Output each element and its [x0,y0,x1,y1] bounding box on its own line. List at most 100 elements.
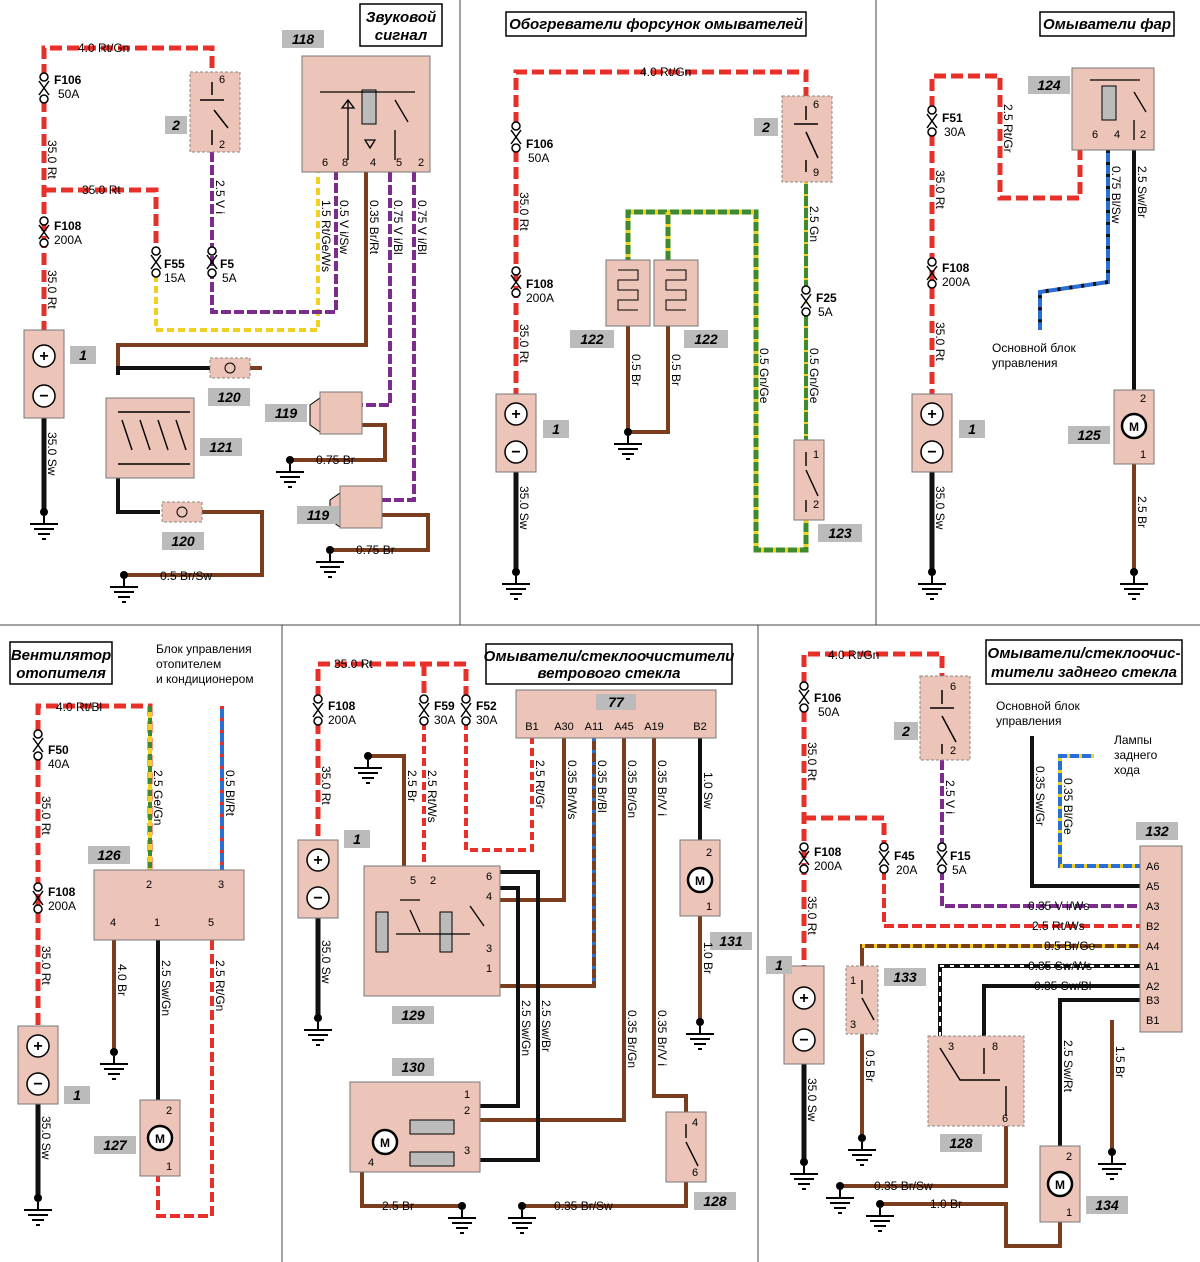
rear-relay-128 [927,1035,1025,1127]
id-120a: 120 [217,389,241,405]
pin-label: 3 [850,1019,856,1031]
id-1: 1 [353,831,361,847]
battery-plus: + [927,406,936,423]
note-line: управления [996,714,1061,728]
fuse-headlamp-f108 [926,257,938,289]
wire-label: 2.5 Rt/Ws [425,770,439,823]
note-line: хода [1114,763,1140,777]
wire-label: 0.35 Br/V i [655,1010,669,1066]
fuse-label: F45 [894,849,915,863]
wire-label: 4.0 Rt/Gn [640,65,691,79]
rear-wires [801,651,1140,1248]
wire-label: 0.35 Br/Gn [625,1010,639,1068]
headlamp-title: Омыватели фар [1039,11,1175,37]
wire-label: 0.75 V i/Bl [415,200,429,255]
motor-symbol: M [695,874,705,888]
id-125: 125 [1077,427,1101,443]
battery-minus: − [39,388,48,405]
pin-label: 3 [948,1041,954,1053]
wire-horn-ryw [154,172,320,332]
fan-ids: 1 126 127 [64,846,136,1154]
wire-horn-k121-out [116,478,160,514]
note-line: и кондиционером [156,672,254,686]
pin-label: 2 [430,875,436,887]
fuse-horn-f106 [38,72,50,104]
wire-label: 0.5 Bl/Rt [223,770,237,817]
fuse-label: 30A [476,713,497,727]
pin-label: 2 [1066,1151,1072,1163]
fuse-horn-f5 [206,246,218,278]
fuse-nozzle-f108 [510,266,522,298]
nozzle-heater-122b [653,259,699,327]
fuse-horn-f55 [150,246,162,278]
conn-pin: A5 [1146,881,1159,893]
ws-title-line2: ветрового стекла [538,665,681,682]
pin-label: 6 [692,1167,698,1179]
conn-pin: A11 [585,721,604,733]
wire-label: 0.35 Sw/Bl [1034,979,1091,993]
wire-label: 0.5 Br [669,354,683,386]
id-126: 126 [97,847,121,863]
wire-label: 0.75 Br [356,543,395,557]
headlamp-labels: 2.5 Rt/Gr 35.0 Rt 35.0 Rt 35.0 Sw 0.75 B… [927,104,1149,530]
rear-relay-2 [919,675,971,761]
wire-label: 35.0 Rt [517,192,531,231]
note-line: Основной блок [996,699,1080,713]
wire-label: 0.5 Br [863,1050,877,1082]
ws-title-line1: Омыватели/стеклоочистители [484,648,735,665]
fuse-label: 200A [328,713,356,727]
pin-label: 1 [1140,449,1146,461]
pin-label: 1 [813,449,819,461]
pin-label: 1 [154,917,160,929]
battery-minus: − [927,444,936,461]
wire-label: 0.35 Br/V i [655,760,669,816]
conn-pin: A2 [1146,981,1159,993]
pin-label: 2 [166,1105,172,1117]
fuse-rating: 50A [58,87,79,101]
horn-title-line1: Звуковой [366,9,436,26]
pin-label: 3 [486,943,492,955]
wire-horn-vibl-a [362,172,392,407]
horn-component-ids: 1 2 118 119 119 120 120 121 [70,30,339,550]
id-123: 123 [828,525,852,541]
fuse-label: F106 [814,691,842,705]
panel-windshield: M M Омыватели/стеклоочистители ветрового… [297,643,752,1234]
wire-horn-rt-f55 [44,187,159,250]
horn-grounds [29,456,345,603]
id-121: 121 [209,439,233,455]
rear-title: Омыватели/стеклоочис- тители заднего сте… [985,639,1183,685]
wire-label: 2.5 Sw/Br [539,1000,553,1052]
fuse-label: F25 [816,291,837,305]
pin-label: 2 [1140,129,1146,141]
fuse-label: 50A [528,151,549,165]
fuse-label: 30A [944,125,965,139]
horn-switch-121 [105,397,195,479]
fuse-label: 20A [896,863,917,877]
id-130: 130 [401,1059,425,1075]
fuse-label: 15A [164,271,185,285]
pin-label: 6 [322,157,328,169]
motor-symbol: M [155,1132,165,1146]
id-1: 1 [73,1087,81,1103]
fuse-label: F108 [48,885,76,899]
pin-label: 6 [1002,1113,1008,1125]
rear-ids: 1 2 132 133 128 134 [766,722,1178,1214]
wire-label: 0.35 Sw/Gr [1033,766,1047,826]
wire-label: 35.0 Rt [45,140,59,179]
id-134: 134 [1095,1197,1119,1213]
wire-label: 2.5 Sw/Gn [159,960,173,1016]
pin-label: 5 [208,917,214,929]
pin-label: 4 [1114,129,1120,141]
horn-119a [309,391,363,435]
pin-label: 4 [370,157,376,169]
wire-label: 0.35 Br/Sw [554,1199,613,1213]
fuse-label: F108 [526,277,554,291]
id-127: 127 [103,1137,128,1153]
pin-label: 6 [813,99,819,111]
fuse-label: F108 [54,219,82,233]
wire-label: 35.0 Rt [45,270,59,309]
fuse-label: 50A [818,705,839,719]
wire-label: 35.0 Rt [933,170,947,209]
conn-pin: B2 [693,721,706,733]
